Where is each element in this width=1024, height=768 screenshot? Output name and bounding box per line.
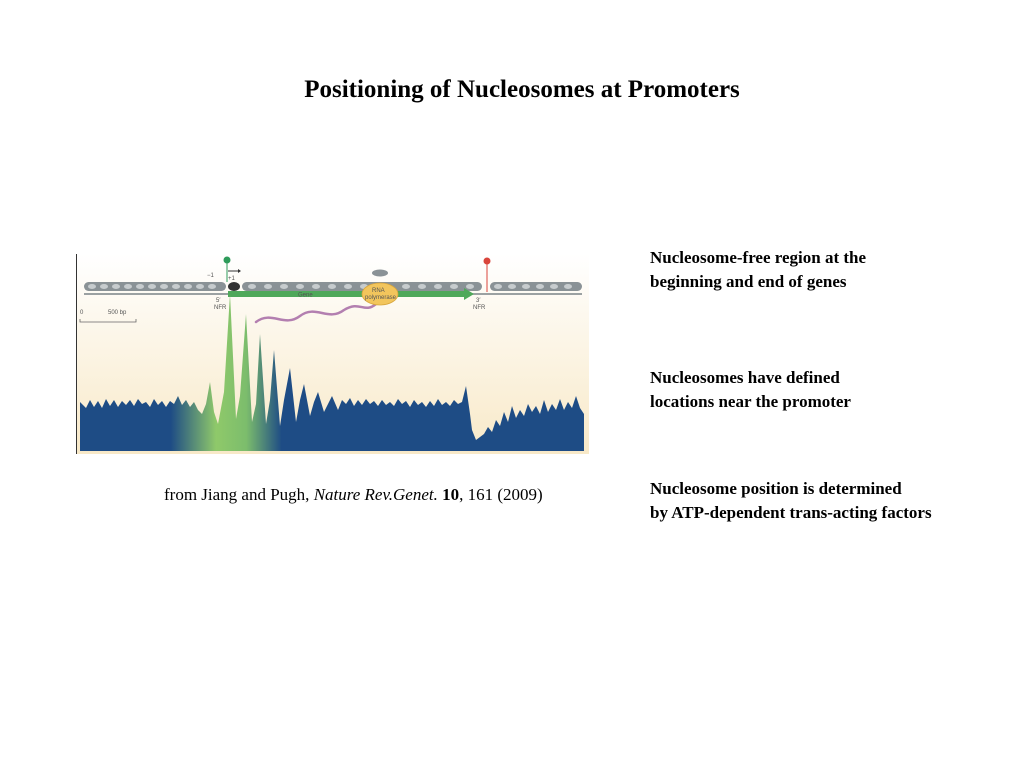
gene-arrow-body bbox=[228, 291, 464, 297]
figure-caption: from Jiang and Pugh, Nature Rev.Genet. 1… bbox=[164, 485, 543, 505]
nfr3-label-bottom: NFR bbox=[473, 305, 486, 311]
nucleosome-detached bbox=[372, 269, 388, 277]
caption-volume: 10 bbox=[442, 485, 460, 504]
figure-svg: Gene RNA polymerase −1 +1 5′ NFR 3′ NFR … bbox=[76, 254, 589, 454]
tss-marker-head bbox=[223, 256, 231, 264]
nfr5-label-bottom: NFR bbox=[214, 305, 227, 311]
polymerase-label-top: RNA bbox=[372, 288, 385, 294]
note-line: beginning and end of genes bbox=[650, 272, 847, 291]
scale-bp-label: 500 bp bbox=[108, 310, 127, 316]
caption-prefix: from Jiang and Pugh, bbox=[164, 485, 314, 504]
note-line: by ATP-dependent trans-acting factors bbox=[650, 503, 932, 522]
nucleosome-ovals-right bbox=[494, 284, 572, 289]
note-nucleosome-free-region: Nucleosome-free region at the beginning … bbox=[650, 246, 866, 294]
note-line: Nucleosome position is determined bbox=[650, 479, 902, 498]
tss-arrowhead-icon bbox=[238, 269, 241, 273]
plus-one-label: +1 bbox=[228, 276, 236, 282]
nucleosome-plus-one bbox=[228, 282, 240, 291]
note-line: locations near the promoter bbox=[650, 392, 851, 411]
nfr5-label-top: 5′ bbox=[216, 298, 221, 304]
note-line: Nucleosome-free region at the bbox=[650, 248, 867, 267]
caption-rest: , 161 (2009) bbox=[459, 485, 543, 504]
caption-journal: Nature Rev.Genet. bbox=[313, 485, 438, 504]
nucleosome-occupancy-figure: Gene RNA polymerase −1 +1 5′ NFR 3′ NFR … bbox=[76, 254, 589, 454]
nfr3-label-top: 3′ bbox=[476, 298, 481, 304]
note-defined-locations: Nucleosomes have defined locations near … bbox=[650, 366, 851, 414]
scale-zero-label: 0 bbox=[80, 310, 84, 316]
scale-bar bbox=[79, 319, 137, 323]
rna-polymerase-shape bbox=[361, 282, 399, 306]
slide-title: Positioning of Nucleosomes at Promoters bbox=[304, 76, 740, 103]
occupancy-profile bbox=[80, 294, 584, 451]
nucleosome-ovals-left bbox=[88, 284, 216, 289]
note-position-determined: Nucleosome position is determined by ATP… bbox=[650, 477, 932, 525]
gene-arrow-head bbox=[464, 288, 474, 300]
tts-marker-head bbox=[483, 257, 491, 265]
minus-one-label: −1 bbox=[207, 273, 215, 279]
gene-label: Gene bbox=[298, 293, 313, 299]
polymerase-label-bottom: polymerase bbox=[365, 295, 397, 301]
note-line: Nucleosomes have defined bbox=[650, 368, 840, 387]
